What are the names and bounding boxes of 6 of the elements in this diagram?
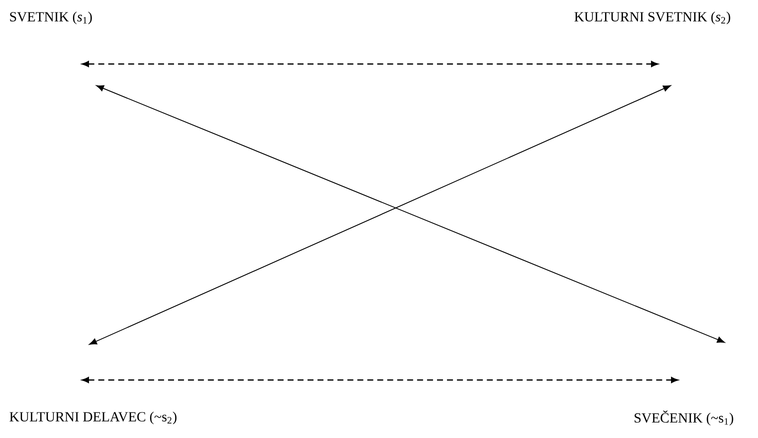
- corner-label: KULTURNI DELAVEC (~s$_{2}$): [10, 412, 176, 424]
- arrow: [82, 377, 678, 383]
- corner-label: KULTURNI SVETNIK (s$_{2}$): [574, 12, 730, 24]
- arrow: [82, 61, 658, 67]
- corner-label: SVEČENIK (~s$_{1}$): [634, 410, 734, 426]
- corner-label: SVETNIK (s$_{1}$): [10, 12, 92, 24]
